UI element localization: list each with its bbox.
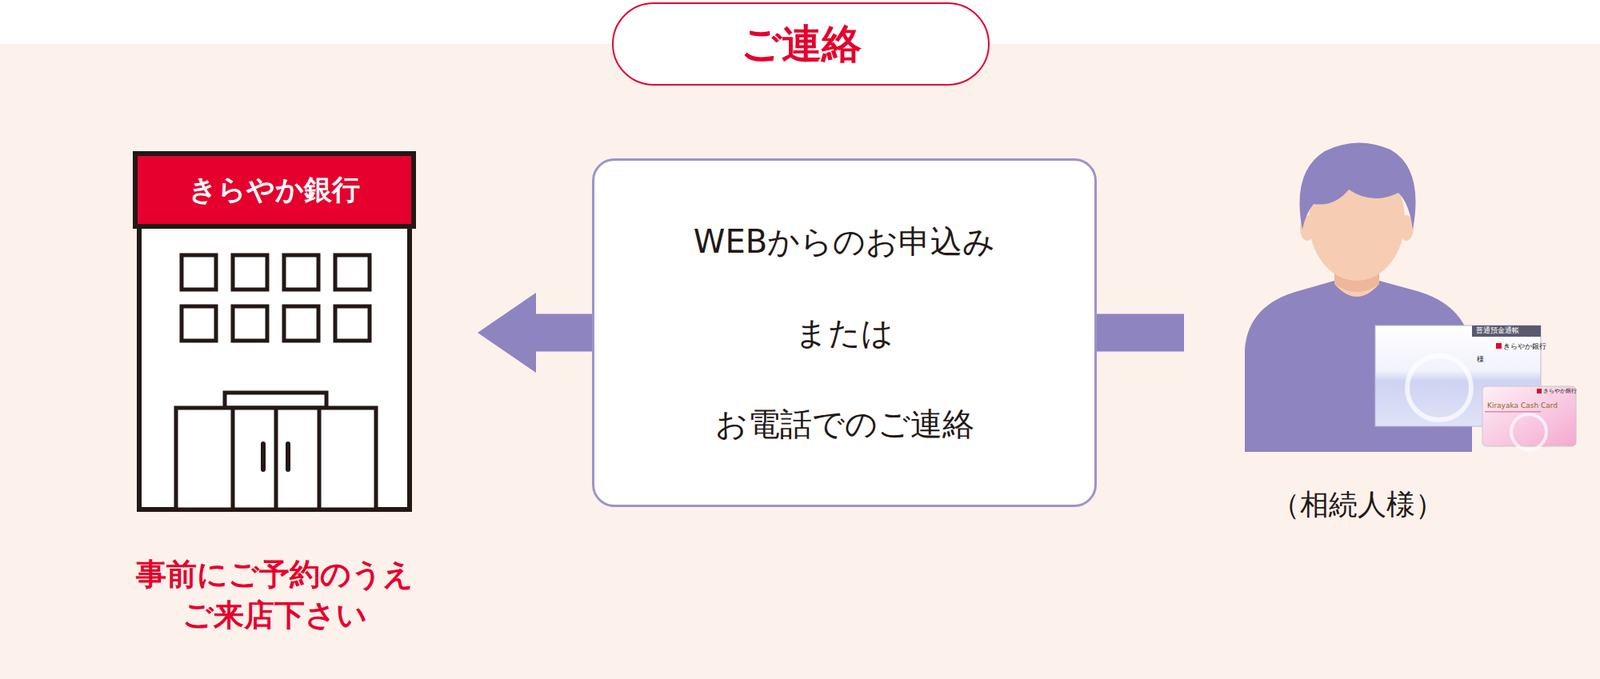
method-text: WEBからのお申込み	[693, 222, 996, 261]
title-pill: ご連絡	[612, 2, 990, 86]
passbook-title: 普通預金通帳	[1476, 327, 1520, 335]
visit-note: 事前にご予約のうえ ご来店下さい	[114, 554, 435, 637]
passbook-honorific: 様	[1476, 356, 1484, 364]
flow-arrow	[477, 292, 592, 373]
bank-name: きらやか銀行	[132, 151, 416, 229]
card-bank: きらやか銀行	[1543, 388, 1577, 395]
connector-band	[1096, 332, 1184, 334]
heir-figure: （相続人様）普通預金通帳きらやか銀行様Kirayaka Cash Cardきらや…	[1244, 140, 1581, 452]
passbook-bank: きらやか銀行	[1503, 343, 1547, 351]
method-text: お電話でのご連絡	[715, 404, 975, 444]
card-name: Kirayaka Cash Card	[1487, 402, 1558, 410]
method-text: または	[795, 313, 894, 352]
heir-label: （相続人様）	[1253, 485, 1462, 525]
method-box: WEBからのお申込みまたはお電話でのご連絡	[592, 158, 1097, 508]
bank-building: きらやか銀行事前にご予約のうえ ご来店下さい	[132, 151, 416, 512]
